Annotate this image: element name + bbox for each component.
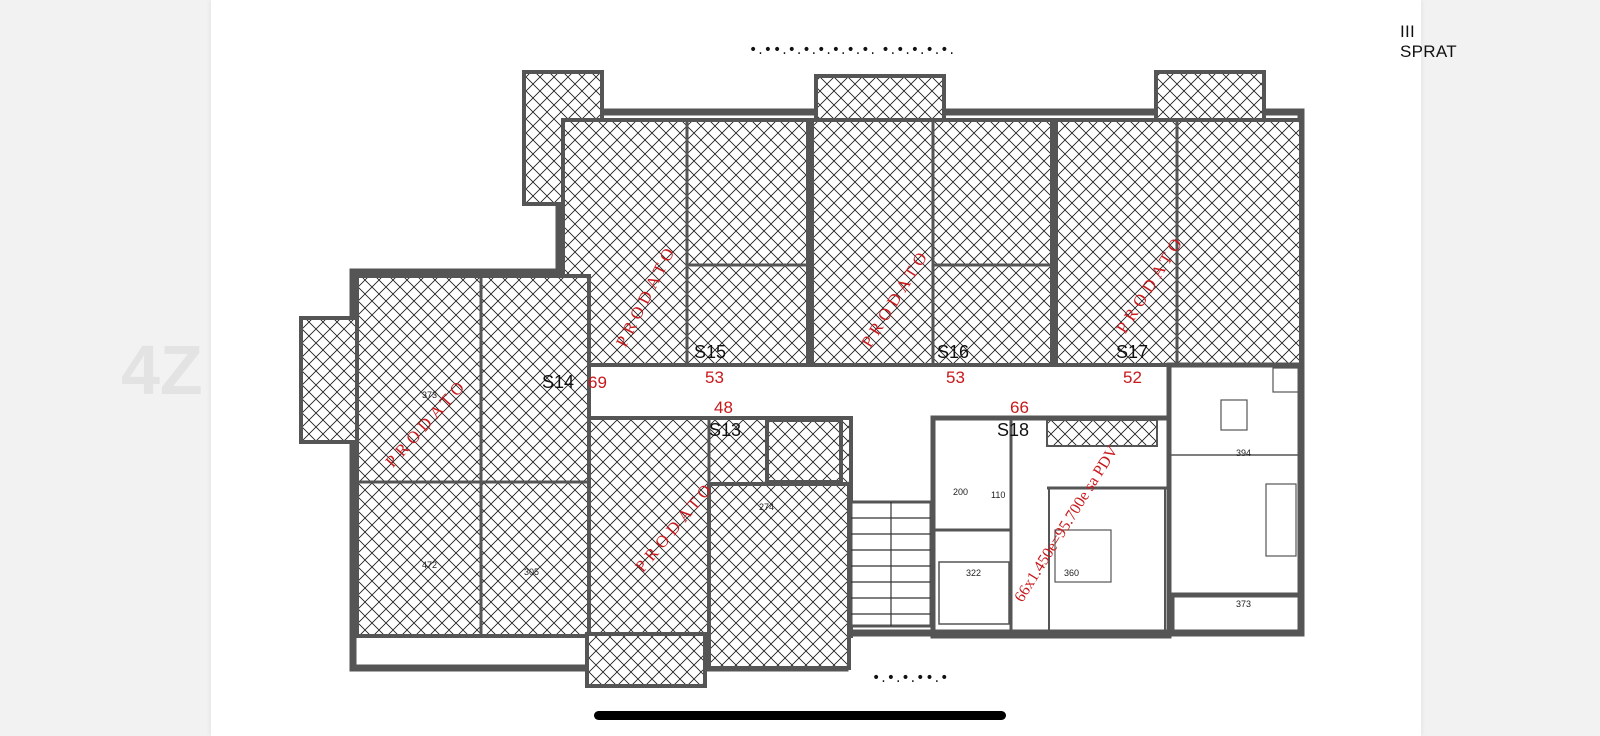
dimension-label: 322 — [966, 568, 982, 578]
unit-label-s18: S18 — [997, 420, 1030, 440]
staircase — [849, 500, 933, 628]
unit-area-s16: 53 — [946, 368, 965, 387]
unit-s13-bedroom — [707, 482, 851, 670]
unit-right-plan — [1166, 362, 1304, 637]
unit-s18-plan — [930, 415, 1172, 639]
dimension-label: 472 — [422, 560, 438, 570]
floor-plan-drawing — [299, 70, 1305, 688]
balcony-s13 — [585, 632, 707, 688]
balcony-s17 — [1154, 70, 1266, 122]
dimension-label: 200 — [953, 487, 969, 497]
floor-label: III SPRAT — [1400, 22, 1457, 61]
dimension-label: 373 — [422, 390, 438, 400]
unit-label-s17: S17 — [1116, 342, 1149, 362]
unit-label-s14: S14 — [542, 372, 575, 392]
balcony-s14 — [299, 316, 359, 444]
unit-area-s13: 48 — [714, 398, 733, 417]
unit-area-s15: 53 — [705, 368, 724, 387]
home-indicator-bar[interactable] — [594, 711, 1006, 720]
unit-label-s15: S15 — [694, 342, 727, 362]
dimension-label: 394 — [1236, 448, 1252, 458]
unit-area-s18: 66 — [1010, 398, 1029, 417]
elevator-shaft — [765, 418, 843, 484]
unit-label-s13: S13 — [709, 420, 742, 440]
interior-walls — [357, 120, 1179, 636]
balcony-s16 — [814, 74, 946, 122]
dimension-label: 110 — [991, 490, 1006, 500]
top-dots: •.••.•.•.•.•.•.•. •.•.•.•.•. — [749, 42, 955, 58]
watermark-text: 4Z — [121, 331, 203, 409]
unit-area-s14: 69 — [588, 373, 607, 392]
unit-area-s17: 52 — [1123, 368, 1142, 387]
corridor — [591, 367, 1151, 415]
bottom-dots: •.•.•.••.• — [872, 670, 950, 686]
dimension-label: 305 — [524, 567, 540, 577]
unit-label-s16: S16 — [937, 342, 970, 362]
floor-plan-document: 4Z — [121, 0, 1457, 736]
dimension-label: 373 — [1236, 599, 1252, 609]
dimension-label: 274 — [759, 502, 775, 512]
dimension-label: 360 — [1064, 568, 1080, 578]
